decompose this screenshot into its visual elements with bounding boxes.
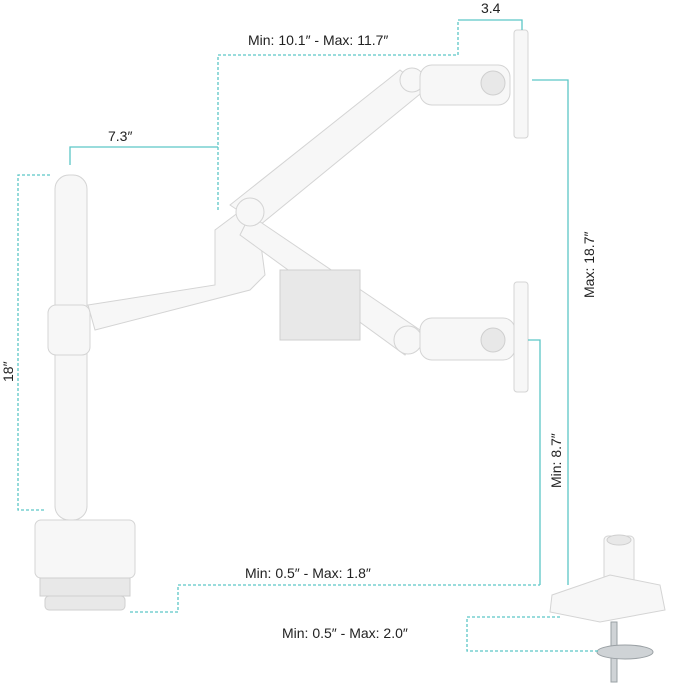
clamp-plate (44, 595, 126, 611)
dimension-lines (17, 19, 600, 652)
pole-collar (47, 304, 91, 356)
dim-line-18-7 (532, 79, 569, 585)
grommet-base (549, 574, 666, 623)
grommet-hole (606, 534, 632, 546)
arm-cover (279, 269, 361, 341)
label-clamp-thickness: Min: 0.5″ - Max: 1.8″ (245, 565, 371, 581)
label-pole-height: 18″ (0, 361, 16, 382)
lower-vesa-plate (513, 281, 529, 393)
label-tilt-head: 3.4 (481, 0, 501, 16)
dim-line-3-4 (458, 19, 523, 30)
dim-line-18 (17, 174, 50, 511)
desk-clamp (34, 519, 136, 579)
lower-swivel (480, 327, 506, 353)
dim-line-grommet (466, 616, 600, 652)
dim-line-8-7 (528, 339, 541, 585)
label-grommet-thickness: Min: 0.5″ - Max: 2.0″ (282, 625, 408, 641)
label-min-height: Min: 8.7″ (548, 433, 564, 488)
dim-line-reach (217, 20, 459, 210)
label-arm-reach: Min: 10.1″ - Max: 11.7″ (248, 32, 388, 48)
elbow-joint (235, 197, 265, 227)
clamp-foot (39, 577, 131, 597)
grommet-plate (596, 644, 654, 660)
dim-line-7-3 (69, 146, 218, 165)
label-pole-to-arm: 7.3″ (108, 128, 132, 144)
lower-tilt-joint (393, 325, 423, 355)
label-max-height: Max: 18.7″ (581, 232, 597, 298)
monitor-arm-product (34, 29, 666, 683)
upper-vesa-plate (513, 29, 529, 139)
dim-line-clamp (130, 584, 540, 613)
upper-swivel (480, 70, 506, 96)
